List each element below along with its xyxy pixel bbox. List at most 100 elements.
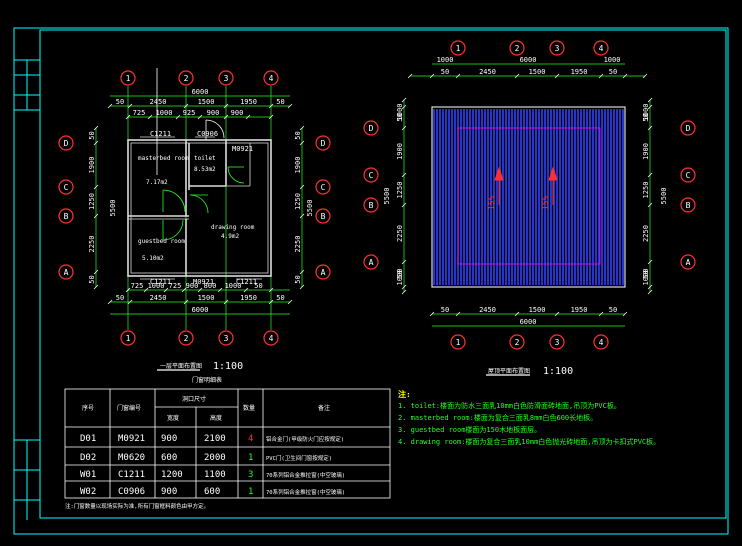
grid-bubble [263,330,279,346]
dim-side-1-4: 50 [294,275,302,283]
dim-side-0-4: 50 [88,275,96,283]
grid-bubble-label: C [321,183,326,192]
label-m0921-bottom: M0921 [193,278,214,286]
dim-total-top: 6000 [192,88,209,96]
grid-bubble [450,334,466,350]
roof-dim-side-1-6: 1000 [642,269,650,286]
grid-bubble [120,70,136,86]
dim-side-0-2: 1250 [88,193,96,210]
dim-side-0-0: 50 [88,131,96,139]
dim-tick [223,114,229,120]
roof-bubble-left: D [363,120,379,136]
grid-bubble [58,179,74,195]
room-toilet-area: 8.53m2 [194,166,216,173]
room-masterbed-name: masterbed room [138,155,189,162]
dim-tick [299,269,305,275]
header-width: 宽度 [167,414,179,422]
roof-dim-top-4: 1950 [571,68,588,76]
grid-bubble-left: D [58,135,74,151]
dim-tick [125,114,131,120]
roof-dim-side-total-right: 5500 [660,188,668,205]
grid-bubble [680,197,696,213]
roof-bubble-right: D [680,120,696,136]
dim-tick [268,114,274,120]
dim-top-sub-3: 900 [207,109,220,117]
grid-bubble-label: D [321,139,326,148]
grid-bubble-bottom: 2 [178,330,194,346]
dim-tick [143,287,149,293]
roof-bubble-bottom: 1 [450,334,466,350]
dim-tick [107,103,113,109]
roof-dim-side-0-1: 50 [396,113,404,121]
grid-bubble-bottom: 4 [263,330,279,346]
dim-tick [455,311,461,317]
grid-bubble-label: 1 [126,74,131,83]
dim-tick [407,73,413,79]
grid-bubble [58,264,74,280]
grid-bubble [315,179,331,195]
dim-side-0-1: 1900 [88,157,96,174]
dim-tick [268,103,274,109]
dim-tick [647,202,653,208]
slope-label-right: 15% [541,195,550,210]
dim-side-1-3: 2250 [294,236,302,253]
dim-bottom-4: 50 [276,294,284,302]
grid-bubble-label: 1 [456,338,461,347]
door-window-labels: C1211 C0906 M0921 C1211 M0921 C1211 [150,130,257,286]
dim-side-total-left: 5500 [109,200,117,217]
dim-tick [401,104,407,110]
grid-bubble [263,70,279,86]
grid-bubble-label: 3 [555,338,560,347]
dim-tick [429,73,435,79]
dim-tick [107,299,113,305]
grid-bubble-label: A [321,268,326,277]
roof-inner-outline [457,127,601,265]
dim-tick [455,73,461,79]
dim-tick [223,103,229,109]
dim-bottom-sub-2: 725 [169,282,182,290]
table-footnote: 注:门窗数量以现场实际为准,所有门窗框料颜色由甲方定。 [65,502,209,510]
room-masterbed-area: 7.17m2 [146,179,168,186]
cell-note: PVC门(卫生间门窗按规定) [266,454,332,462]
dim-tick [647,172,653,178]
dim-bottom-2: 1500 [198,294,215,302]
roof-dim-side-1-4: 2250 [642,225,650,242]
grid-bubble-label: 1 [126,334,131,343]
grid-bubble [509,40,525,56]
grid-bubble-right: D [315,135,331,151]
dim-tick [175,114,181,120]
room-drawing-name: drawing room [211,224,255,231]
dim-tick [245,114,251,120]
grid-bubble [363,197,379,213]
left-plan-caption: 一层平面布置图 [160,362,202,370]
dim-tick [598,73,604,79]
roof-dim-bottom-3: 1950 [571,306,588,314]
cell-height: 2100 [204,434,226,444]
roof-dim-side-1-1: 50 [642,113,650,121]
roof-dim-side-1-2: 1900 [642,143,650,160]
dim-tick [243,287,249,293]
grid-bubble-label: D [686,124,691,133]
header-note: 备注 [318,404,330,412]
dim-tick [93,284,99,290]
grid-bubble-label: C [686,171,691,180]
grid-bubble [363,167,379,183]
cell-height: 2000 [204,453,226,463]
roof-dim-bottom-0: 50 [441,306,449,314]
cell-qty: 4 [248,434,253,444]
grid-bubble-label: D [369,124,374,133]
grid-bubble-label: 4 [599,338,604,347]
roof-dim-top-0: 1000 [437,56,454,64]
dim-tick [183,103,189,109]
grid-bubble [363,120,379,136]
roof-dim-side-1-3: 1250 [642,182,650,199]
dim-top-2: 1500 [198,98,215,106]
grid-bubble-top: 1 [120,70,136,86]
grid-bubble-label: C [369,171,374,180]
dim-bottom-3: 1950 [240,294,257,302]
dim-side-0-3: 2250 [88,236,96,253]
